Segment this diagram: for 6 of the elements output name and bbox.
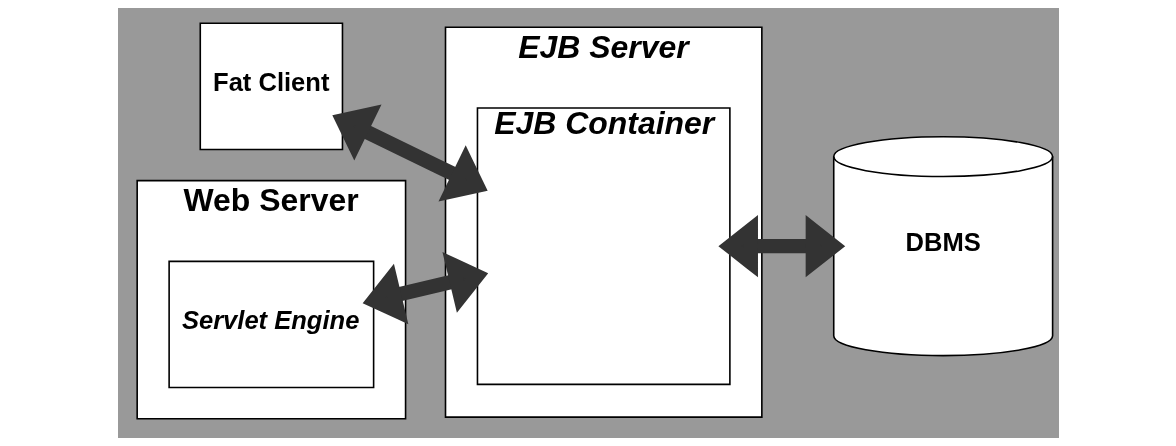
arrow xyxy=(331,104,488,202)
node-box: Servlet Engine xyxy=(167,260,374,389)
arrow xyxy=(362,252,488,325)
node-box: EJB Container xyxy=(476,107,731,386)
arrow xyxy=(717,215,845,278)
node-box: Fat Client xyxy=(199,22,343,151)
